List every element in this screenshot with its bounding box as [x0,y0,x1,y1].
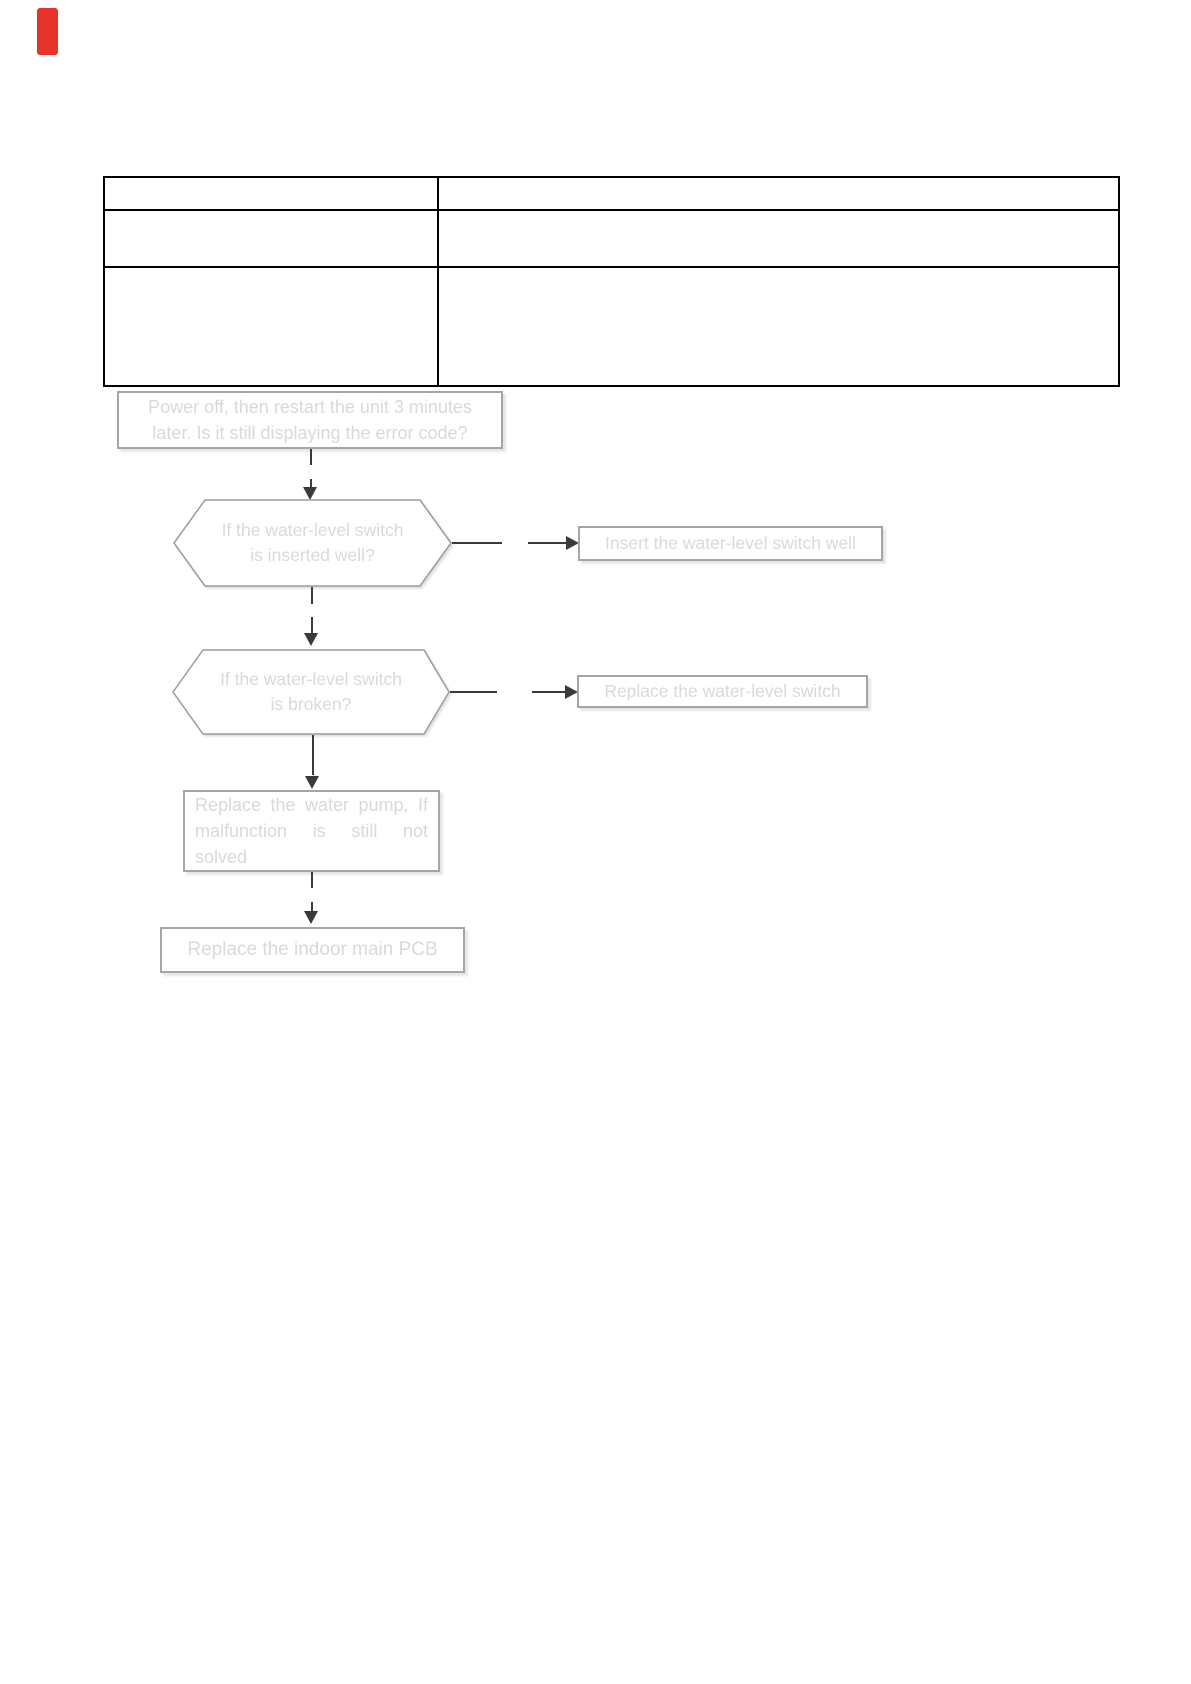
connector-line [450,691,497,693]
connector-line [310,479,312,489]
connector-line [312,735,314,775]
table-cell [437,175,1120,212]
connector-line [311,872,313,888]
table-cell [103,175,439,212]
arrow-down-icon [303,487,317,500]
table-cell [103,265,439,388]
flow-end-box-replace-pcb: Replace the indoor main PCB [160,927,465,973]
decision2-line2: is broken? [270,694,352,714]
start-box-line2: later. Is it still displaying the error … [152,423,468,443]
red-annotation-marker [37,8,58,55]
arrow-down-icon [304,633,318,646]
arrow-right-icon [566,536,579,550]
decision1-line2: is inserted well? [250,545,375,565]
connector-line [532,691,565,693]
flow-decision-hexagon-2: If the water-level switch is broken? [172,649,450,735]
connector-line [311,902,313,911]
flow-decision-hexagon-1: If the water-level switch is inserted we… [173,499,452,587]
table-cell [103,209,439,268]
connector-line [452,542,502,544]
action2-label: Replace the water-level switch [604,681,841,701]
pump-box-line1: Replace the water pump, If [195,795,428,815]
action1-label: Insert the water-level switch well [605,533,856,553]
hexagon-shape [173,499,452,587]
flow-action-box-replace-switch: Replace the water-level switch [577,675,868,708]
pump-box-line2: malfunction is still not [195,821,428,841]
table-cell [437,209,1120,268]
end-box-label: Replace the indoor main PCB [187,939,438,960]
decision1-line1: If the water-level switch [221,520,404,540]
connector-line [310,449,312,465]
table-cell [437,265,1120,388]
flow-step-box-replace-pump: Replace the water pump, If malfunction i… [183,790,440,872]
connector-line [311,617,313,633]
arrow-down-icon [305,776,319,789]
pump-box-line3: solved [195,847,248,867]
arrow-right-icon [565,685,578,699]
hexagon-shape [172,649,450,735]
start-box-line1: Power off, then restart the unit 3 minut… [148,397,472,417]
flow-action-box-insert-switch: Insert the water-level switch well [578,526,883,561]
connector-line [311,587,313,604]
connector-line [528,542,566,544]
arrow-down-icon [304,911,318,924]
decision2-line1: If the water-level switch [220,669,402,689]
error-code-table [103,175,1120,388]
flow-start-box: Power off, then restart the unit 3 minut… [117,391,503,449]
